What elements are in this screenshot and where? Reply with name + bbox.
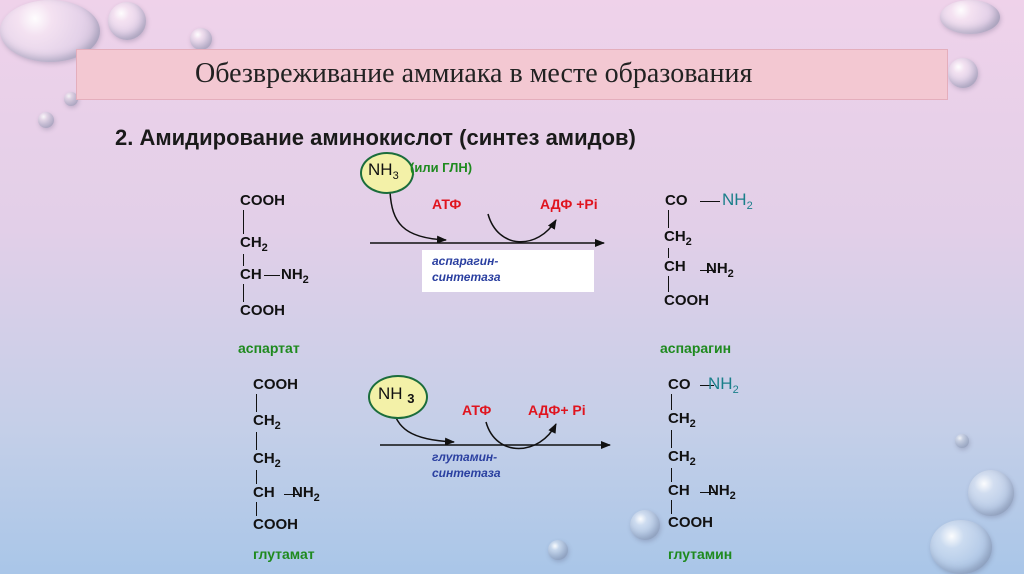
bubble-decoration xyxy=(955,434,969,448)
r2-prod-co: CO xyxy=(668,376,691,393)
r2-sub-cooh1: COOH xyxy=(253,376,298,393)
r2-nh3: NH 3 xyxy=(378,384,415,406)
r1-nh3-oval xyxy=(360,152,414,194)
r1-product-name: аспарагин xyxy=(660,340,732,356)
r1-enzyme-box xyxy=(422,250,594,292)
bond-line xyxy=(243,210,244,234)
bond-line xyxy=(700,385,714,386)
r2-prod-ch: CH xyxy=(668,482,690,499)
r2-substrate-name: глутамат xyxy=(253,546,315,562)
bond-line xyxy=(668,248,669,258)
bubble-decoration xyxy=(948,58,978,88)
bubble-decoration xyxy=(630,510,660,540)
r1-nh3: NH3 xyxy=(368,160,399,182)
reaction2-atp-curve xyxy=(485,421,557,450)
r2-sub-ch2a: CH2 xyxy=(253,412,281,432)
r1-sub-cooh2: COOH xyxy=(240,302,285,319)
bond-line xyxy=(256,432,257,450)
bubble-decoration xyxy=(64,92,78,106)
bond-line xyxy=(700,270,716,271)
r1-prod-nh2-top: NH2 xyxy=(722,190,753,212)
r2-sub-cooh2: COOH xyxy=(253,516,298,533)
r1-enzyme-line1: аспарагин- xyxy=(432,254,499,268)
r1-adp: АДФ +Pi xyxy=(540,196,598,212)
r2-prod-cooh: COOH xyxy=(668,514,713,531)
bond-line xyxy=(700,201,720,202)
bond-line xyxy=(671,430,672,448)
r2-prod-nh2-top: NH2 xyxy=(708,374,739,396)
bond-line xyxy=(671,394,672,410)
bubble-decoration xyxy=(190,28,212,50)
bond-line xyxy=(700,492,716,493)
bond-line xyxy=(256,470,257,484)
r1-atp: АТФ xyxy=(432,196,462,212)
bubble-decoration xyxy=(548,540,568,560)
r1-prod-ch2: CH2 xyxy=(664,228,692,248)
bond-line xyxy=(671,468,672,482)
bubble-decoration xyxy=(38,112,54,128)
r1-substrate-name: аспартат xyxy=(238,340,300,356)
bond-line xyxy=(264,275,280,276)
r2-prod-ch2b: CH2 xyxy=(668,448,696,468)
bond-line xyxy=(671,500,672,514)
reaction1-nh3-curve xyxy=(389,191,447,244)
r2-nh3-oval xyxy=(368,375,428,419)
page-title: Обезвреживание аммиака в месте образован… xyxy=(195,58,753,89)
r1-sub-cooh1: COOH xyxy=(240,192,285,209)
r2-adp: АДФ+ Pi xyxy=(528,402,586,418)
r2-atp: АТФ xyxy=(462,402,492,418)
r1-prod-co: CO xyxy=(665,192,688,209)
bond-line xyxy=(284,494,300,495)
r1-prod-cooh: COOH xyxy=(664,292,709,309)
reaction1-atp-curve xyxy=(487,213,557,243)
bubble-decoration xyxy=(930,520,992,574)
section-subtitle: 2. Амидирование аминокислот (синтез амид… xyxy=(115,125,636,150)
bond-line xyxy=(256,502,257,516)
r2-product-name: глутамин xyxy=(668,546,733,562)
r2-prod-nh2: NH2 xyxy=(708,482,736,502)
bubble-decoration xyxy=(968,470,1014,516)
r2-enzyme-line1: глутамин- xyxy=(432,450,498,464)
bond-line xyxy=(243,254,244,266)
r2-sub-nh2: NH2 xyxy=(292,484,320,504)
bond-line xyxy=(668,210,669,228)
title-banner: Обезвреживание аммиака в месте образован… xyxy=(76,49,948,100)
r2-sub-ch2b: CH2 xyxy=(253,450,281,470)
bubble-decoration xyxy=(108,2,146,40)
r1-sub-ch: CH xyxy=(240,266,262,283)
r2-sub-ch: CH xyxy=(253,484,275,501)
bond-line xyxy=(256,394,257,412)
r1-prod-ch: CH xyxy=(664,258,686,275)
r1-sub-nh2: NH2 xyxy=(281,266,309,286)
r2-enzyme-line2: синтетаза xyxy=(432,466,501,480)
bond-line xyxy=(243,284,244,302)
bubble-decoration xyxy=(940,0,1000,34)
r1-prod-nh2: NH2 xyxy=(706,260,734,280)
r1-nh3-note: (или ГЛН) xyxy=(410,160,473,175)
bond-line xyxy=(668,276,669,292)
r2-prod-ch2a: CH2 xyxy=(668,410,696,430)
r1-enzyme-line2: синтетаза xyxy=(432,270,501,284)
r1-sub-ch2: CH2 xyxy=(240,234,268,254)
